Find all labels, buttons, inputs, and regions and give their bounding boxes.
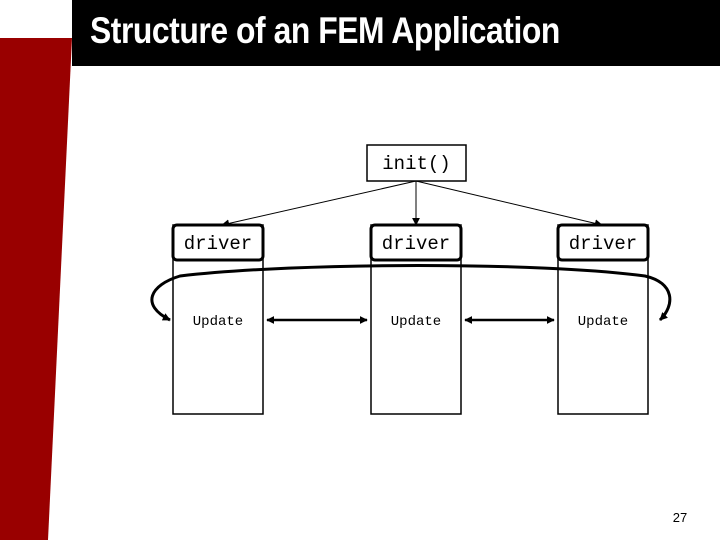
driver-node-3: driver xyxy=(556,223,650,262)
update-label-1: Update xyxy=(193,314,243,330)
update-label-3: Update xyxy=(578,314,628,330)
update-label-2: Update xyxy=(391,314,441,330)
init-label: init() xyxy=(382,153,450,175)
driver-label-2: driver xyxy=(382,233,450,255)
driver-label-1: driver xyxy=(184,233,252,255)
driver-label-3: driver xyxy=(569,233,637,255)
init-to-driver-3-arrow xyxy=(415,180,603,228)
title-bar xyxy=(72,0,720,66)
driver-node-2: driver xyxy=(369,223,463,262)
init-to-driver-1-arrow xyxy=(221,180,417,228)
init-node: init() xyxy=(366,144,467,182)
slide-title: Structure of an FEM Application xyxy=(90,10,560,51)
red-accent-band xyxy=(0,38,72,540)
page-number: 27 xyxy=(672,510,688,525)
global-communication-arc xyxy=(150,264,672,322)
driver-node-1: driver xyxy=(171,223,265,262)
